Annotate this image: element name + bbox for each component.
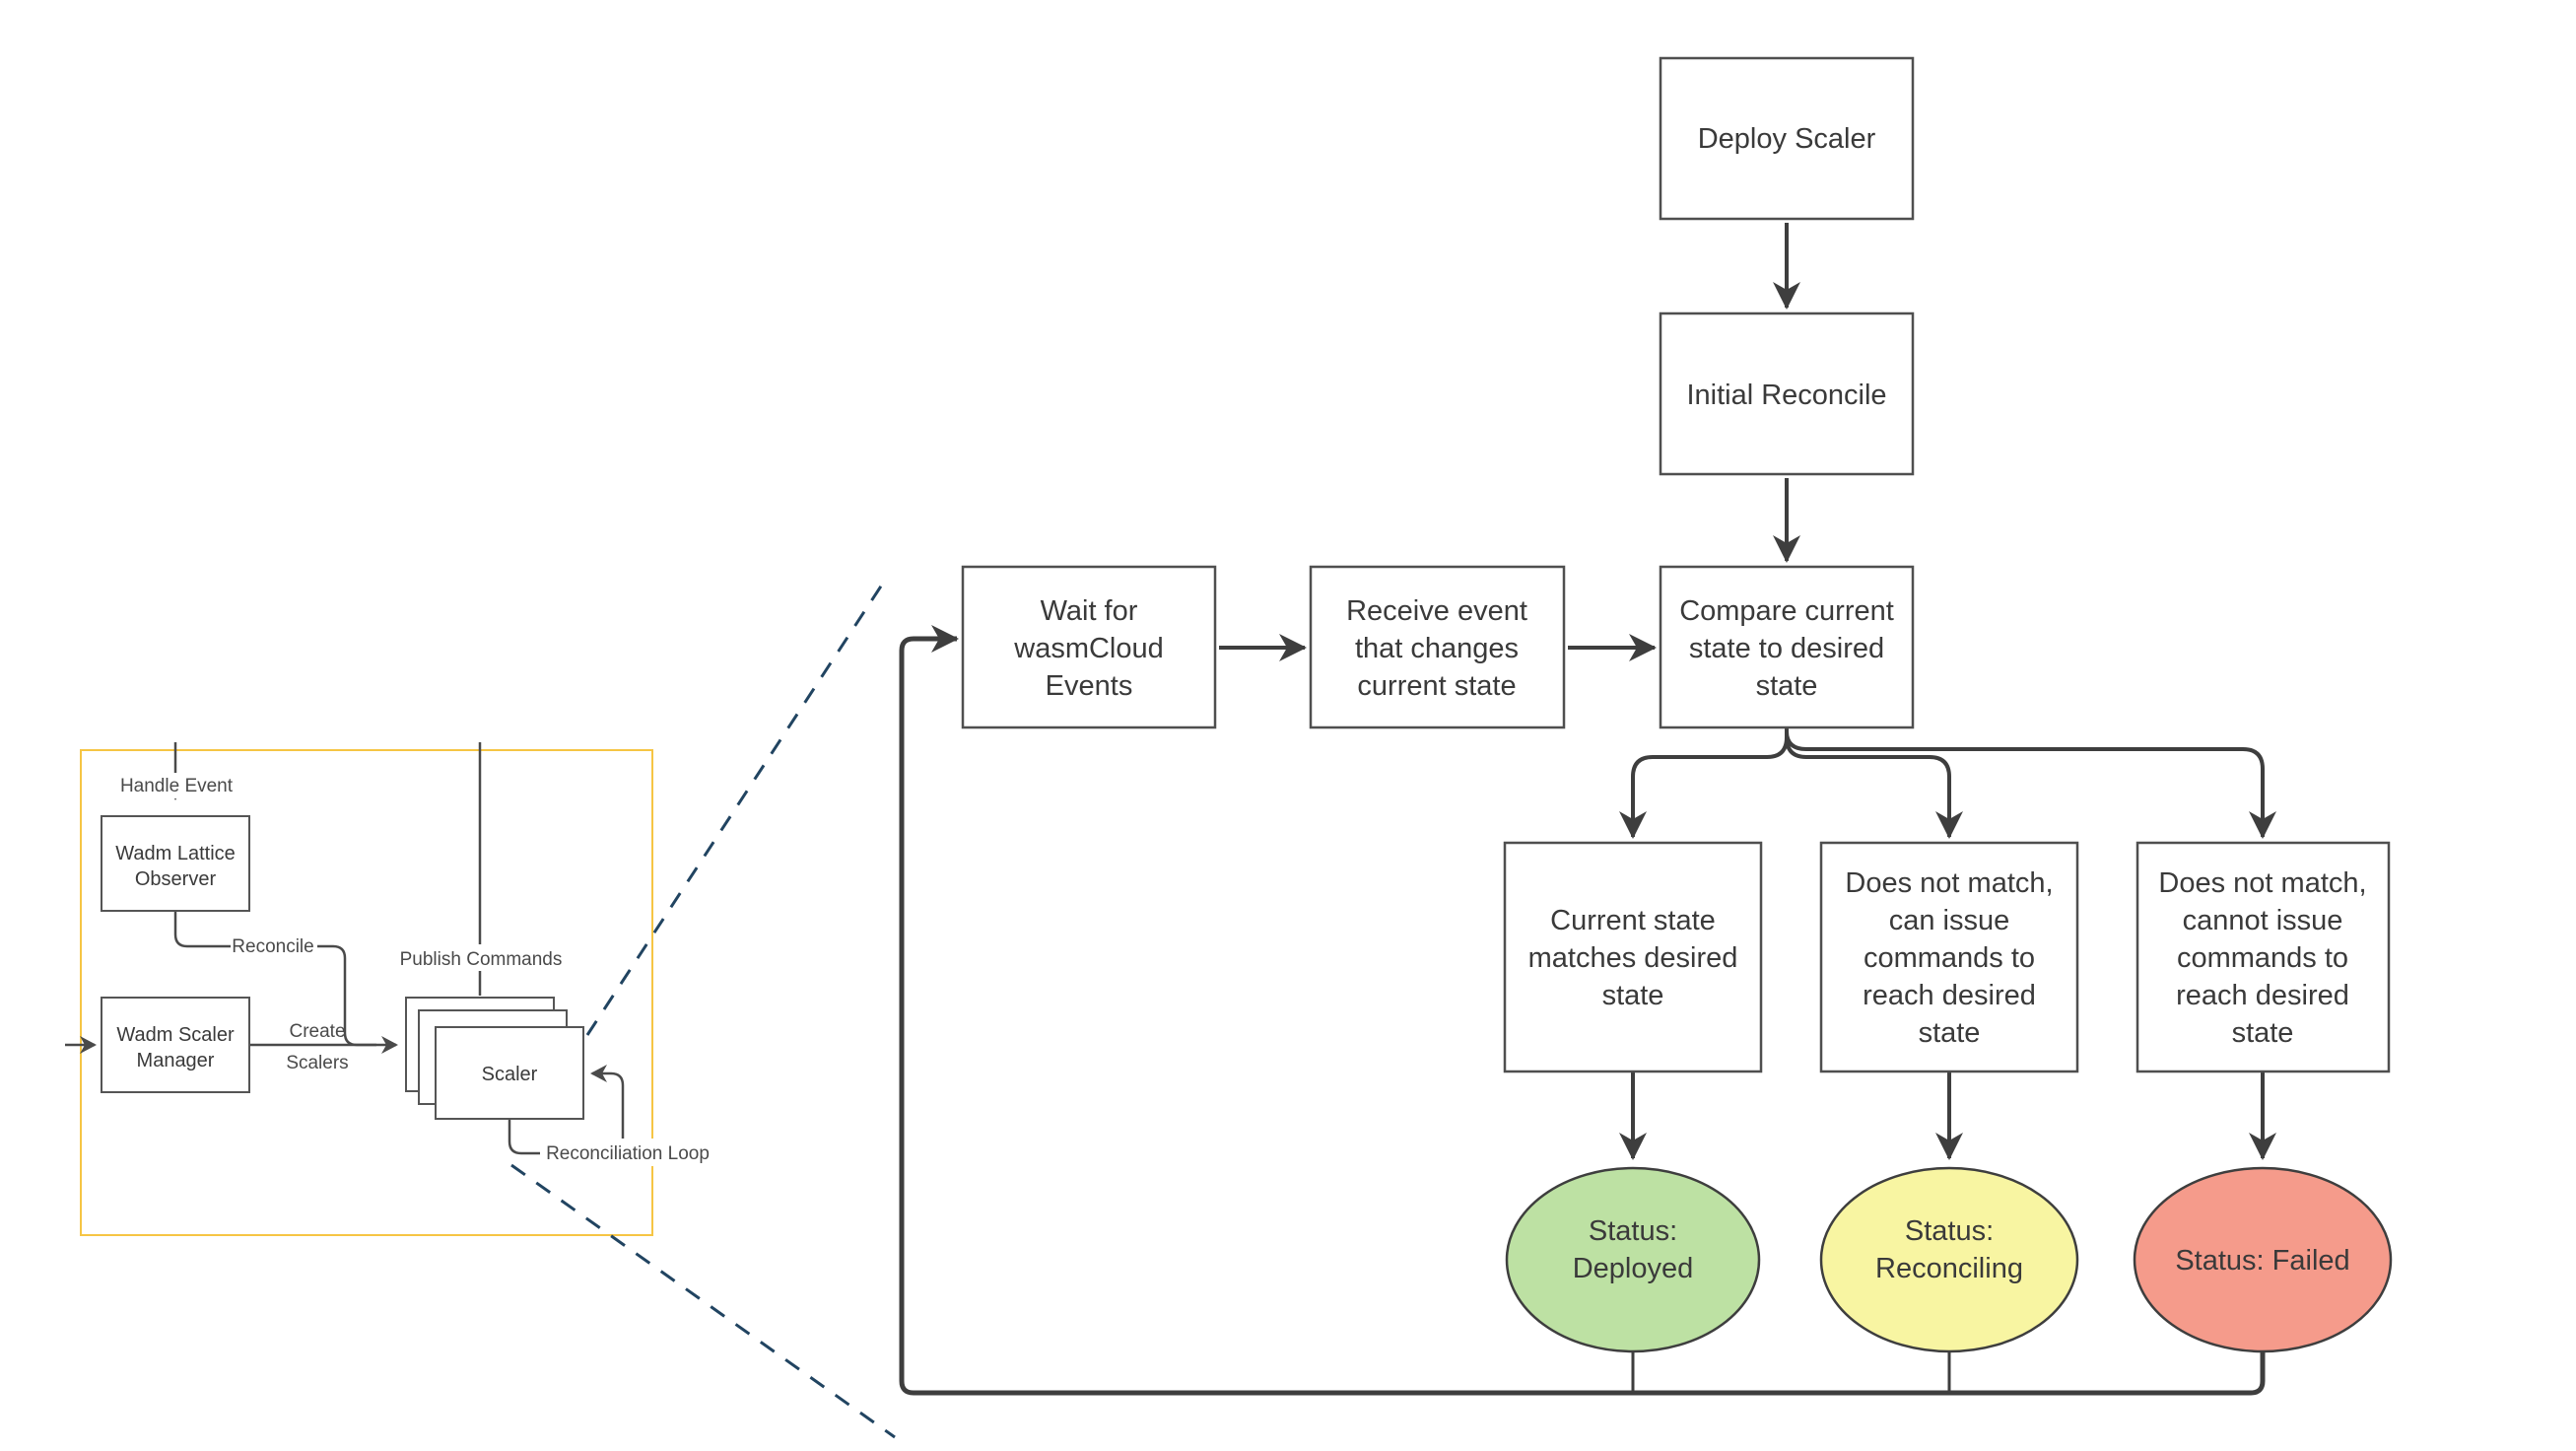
node-cannot-issue-commands-label-line2: cannot issue <box>2183 905 2343 936</box>
arrow-compare-to-can-issue <box>1785 736 1963 839</box>
node-status-reconciling-label-line2: Reconciling <box>1875 1253 2023 1284</box>
node-compare-state: Compare current state to desired state <box>1659 565 1915 729</box>
node-wait-for-events: Wait for wasmCloud Events <box>961 565 1217 729</box>
node-state-matches-box <box>1503 841 1763 1073</box>
node-initial-reconcile-box <box>1659 311 1915 476</box>
node-compare-state-label-line1: Compare current <box>1679 595 1894 627</box>
node-state-matches-label-line3: state <box>1602 980 1664 1011</box>
mini-label-reconciliation-loop: Reconciliation Loop <box>540 1139 715 1166</box>
mini-node-wadm-scaler-manager-label-line2: Manager <box>137 1050 215 1071</box>
mini-node-wadm-lattice-observer: Wadm Lattice Observer <box>101 815 250 912</box>
node-cannot-issue-commands-label-line1: Does not match, <box>2158 867 2366 899</box>
node-can-issue-commands-box <box>1819 841 2079 1073</box>
node-status-deployed-label-line1: Status: <box>1589 1215 1677 1247</box>
node-cannot-issue-commands-label-line4: reach desired <box>2176 980 2349 1011</box>
node-deploy-scaler: Deploy Scaler <box>1659 56 1915 221</box>
node-status-failed-label: Status: Failed <box>2175 1245 2349 1277</box>
mini-node-wadm-scaler-manager-label-line1: Wadm Scaler <box>116 1024 235 1046</box>
mini-label-handle-event-bg <box>118 773 235 798</box>
node-state-matches-label-line2: matches desired <box>1528 942 1738 974</box>
node-can-issue-commands-label-line3: commands to <box>1864 942 2035 974</box>
node-status-failed-ellipse <box>2133 1166 2393 1353</box>
mini-label-publish-commands-bg <box>398 944 564 971</box>
node-status-deployed-label-line2: Deployed <box>1573 1253 1694 1284</box>
mini-label-handle-event: Handle Event <box>118 773 235 798</box>
node-status-reconciling: Status: Reconciling <box>1819 1166 2079 1353</box>
node-deploy-scaler-label: Deploy Scaler <box>1698 123 1876 155</box>
node-state-matches-label-line1: Current state <box>1550 905 1716 936</box>
mini-label-reconcile-text: Reconcile <box>232 936 313 957</box>
mini-scaler-stack-front-box <box>435 1026 584 1120</box>
magnifier-dashed-line-bottom <box>510 1163 896 1439</box>
node-wait-for-events-label-line2: wasmCloud <box>1013 633 1164 664</box>
mini-label-handle-event-text: Handle Event <box>120 776 234 796</box>
mini-node-wadm-lattice-observer-box <box>101 815 250 912</box>
node-wait-for-events-label-line3: Events <box>1046 670 1133 702</box>
mini-node-wadm-lattice-observer-label-line2: Observer <box>135 868 217 890</box>
node-can-issue-commands-label-line2: can issue <box>1889 905 2010 936</box>
node-can-issue-commands: Does not match, can issue commands to re… <box>1819 841 2079 1073</box>
node-compare-state-label-line3: state <box>1756 670 1818 702</box>
mini-label-reconcile: Reconcile <box>231 933 317 959</box>
node-cannot-issue-commands-box <box>2135 841 2391 1073</box>
mini-node-wadm-scaler-manager: Wadm Scaler Manager <box>101 997 250 1093</box>
node-cannot-issue-commands-label-line5: state <box>2232 1017 2294 1049</box>
node-compare-state-box <box>1659 565 1915 729</box>
node-receive-event-label-line2: that changes <box>1355 633 1519 664</box>
node-cannot-issue-commands-label-line3: commands to <box>2177 942 2348 974</box>
mini-node-scaler-label: Scaler <box>482 1064 538 1085</box>
mini-frame-rect <box>80 749 653 1236</box>
node-status-reconciling-ellipse <box>1819 1166 2079 1353</box>
mini-line-reconcile <box>173 911 376 1047</box>
node-compare-state-label-line2: state to desired <box>1689 633 1884 664</box>
mini-node-wadm-lattice-observer-label-line1: Wadm Lattice <box>115 843 236 864</box>
node-state-matches: Current state matches desired state <box>1503 841 1763 1073</box>
mini-label-reconcile-bg <box>231 933 317 959</box>
mini-node-wadm-scaler-manager-box <box>101 997 250 1093</box>
node-deploy-scaler-box <box>1659 56 1915 221</box>
node-status-deployed-ellipse <box>1505 1166 1761 1353</box>
main-flowchart: Deploy Scaler Initial Reconcile Wait for… <box>899 56 2393 1396</box>
node-receive-event-box <box>1309 565 1566 729</box>
node-status-deployed: Status: Deployed <box>1505 1166 1761 1353</box>
node-wait-for-events-box <box>961 565 1217 729</box>
magnifier-dashed-line-top <box>585 581 886 1036</box>
node-can-issue-commands-label-line1: Does not match, <box>1845 867 2053 899</box>
node-wait-for-events-label-line1: Wait for <box>1041 595 1138 627</box>
arrow-compare-to-cannot-issue <box>1785 730 2276 839</box>
mini-label-reconciliation-loop-text: Reconciliation Loop <box>546 1143 710 1164</box>
mini-node-scaler-stack: Scaler <box>405 997 584 1120</box>
node-receive-event-label-line1: Receive event <box>1346 595 1527 627</box>
node-can-issue-commands-label-line5: state <box>1919 1017 1981 1049</box>
node-initial-reconcile: Initial Reconcile <box>1659 311 1915 476</box>
arrow-compare-to-match <box>1619 727 1789 839</box>
node-receive-event-label-line3: current state <box>1357 670 1516 702</box>
node-status-failed: Status: Failed <box>2133 1166 2393 1353</box>
mini-overview-diagram: Wadm Lattice Observer Wadm Scaler Manage… <box>65 581 896 1439</box>
mini-label-publish-commands-text: Publish Commands <box>400 949 563 970</box>
mini-label-scalers-text: Scalers <box>286 1053 348 1073</box>
node-receive-event: Receive event that changes current state <box>1309 565 1566 729</box>
node-cannot-issue-commands: Does not match, cannot issue commands to… <box>2135 841 2391 1073</box>
node-can-issue-commands-label-line4: reach desired <box>1863 980 2036 1011</box>
mini-label-reconciliation-loop-bg <box>540 1139 715 1166</box>
mini-label-create-scalers: Create Scalers <box>286 1021 348 1073</box>
mini-label-publish-commands: Publish Commands <box>398 944 564 971</box>
mini-label-create-text: Create <box>289 1021 345 1042</box>
node-initial-reconcile-label: Initial Reconcile <box>1686 380 1886 411</box>
node-status-reconciling-label-line1: Status: <box>1905 1215 1994 1247</box>
loop-line-back-to-wait <box>899 625 2266 1396</box>
